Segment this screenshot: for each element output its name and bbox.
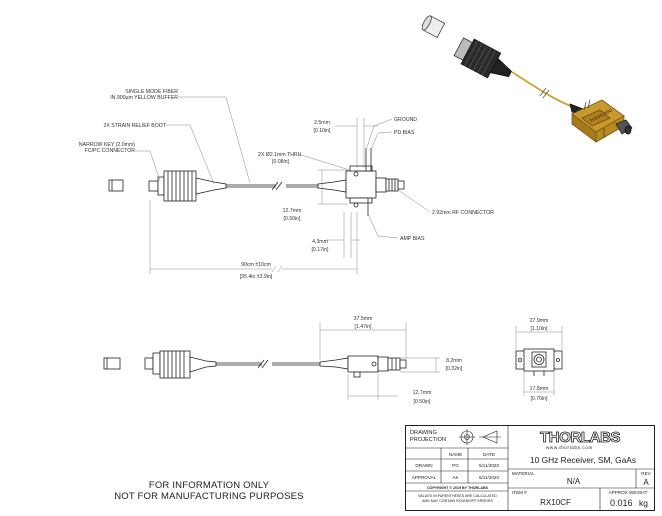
front-view — [103, 350, 407, 379]
dim-12-7in: [0.50in] — [283, 216, 301, 222]
item-value: RX10CF — [540, 498, 571, 507]
dim-4-3in: [0.17in] — [311, 247, 329, 253]
rev-header: REV — [641, 471, 651, 476]
material-header: MATERIAL — [512, 471, 535, 476]
approval-label: APPROVAL — [411, 475, 437, 480]
label-pd-bias: PD BIAS — [394, 130, 415, 136]
thorlabs-logo: THORLABS — [540, 429, 621, 447]
disclaimer-line-2: NOT FOR MANUFACTURING PURPOSES — [114, 491, 304, 502]
title-block-grid — [405, 425, 655, 511]
label-key-1: NARROW KEY (2.0mm) — [79, 142, 135, 148]
dim-27-9in: [1.10in] — [530, 326, 548, 332]
side-view — [108, 148, 405, 216]
drawn-name: PG — [452, 463, 459, 468]
label-amp-bias: AMP BIAS — [400, 236, 425, 242]
dim-17-8mm: 17.8mm — [530, 386, 549, 392]
dim-12-7b-in: [0.50in] — [413, 399, 431, 405]
approval-name: AK — [452, 475, 459, 480]
projection-label-1: DRAWING — [410, 430, 437, 436]
copyright: COPYRIGHT © 2019 BY THORLABS — [427, 486, 488, 490]
note-line-2: AND MAY CONTAIN ROUNDOFF ERRORS — [422, 499, 493, 503]
end-view — [515, 348, 563, 376]
weight-unit: kg — [639, 498, 648, 508]
weight-value: 0.016 — [610, 498, 633, 508]
approval-date: 5/11/2020 — [478, 475, 500, 480]
disclaimer: FOR INFORMATION ONLY NOT FOR MANUFACTURI… — [96, 480, 322, 502]
fc-pc-connector — [148, 170, 197, 202]
receiver-housing — [345, 148, 405, 216]
material-value: N/A — [566, 477, 581, 486]
dim-2-5in: [0.10in] — [313, 128, 331, 134]
dust-cap — [108, 179, 124, 192]
rev-value: A — [643, 478, 649, 487]
weight-header: APPROX WEIGHT — [608, 490, 648, 495]
title-block: DRAWING PROJECTION NAME DATE DRAWN PG 5/… — [405, 425, 655, 511]
strain-relief-boot — [195, 177, 227, 195]
header-name: NAME — [448, 452, 463, 457]
part-title: 10 GHz Receiver, SM, GaAs — [529, 455, 637, 465]
projection-symbol — [459, 429, 501, 445]
dim-length-in: [35.4in ±3.9in] — [240, 274, 273, 280]
dim-27-9mm: 27.9mm — [530, 318, 549, 324]
fiber-cable — [226, 181, 318, 191]
label-fiber-1: SINGLE MODE FIBER — [125, 89, 178, 95]
dim-8-2in: [0.32in] — [445, 366, 463, 372]
projection-label-2: PROJECTION — [410, 437, 447, 443]
dim-4-3mm: 4.3mm — [312, 239, 328, 245]
dim-37-5mm: 37.5mm — [354, 316, 373, 322]
drawn-label: DRAWN — [415, 463, 433, 468]
dimension-lines — [135, 96, 563, 400]
disclaimer-line-1: FOR INFORMATION ONLY — [148, 480, 270, 491]
iso-receiver-body: THORLABS — [571, 99, 633, 143]
dim-8-2mm: 8.2mm — [446, 358, 462, 364]
isometric-view: THORLABS — [421, 15, 633, 143]
dim-17-8in: [0.70in] — [530, 396, 548, 402]
label-fiber-2: IN 900µm YELLOW BUFFER — [110, 95, 178, 101]
note-line-1: VALUES IN PARENTHESES ARE CALCULATED — [418, 494, 497, 498]
dim-length: 90cm ±10cm — [241, 262, 271, 268]
label-rf: 2.92mm RF CONNECTOR — [432, 210, 494, 216]
header-date: DATE — [483, 452, 495, 457]
dim-2-5mm: 2.5mm — [314, 120, 330, 126]
dim-37-5in: [1.47in] — [354, 324, 372, 330]
label-thru-2: [0.08in] — [272, 159, 290, 165]
annotations: SINGLE MODE FIBER IN 900µm YELLOW BUFFER… — [79, 89, 548, 405]
label-ground: GROUND — [394, 117, 417, 123]
dim-12-7mm: 12.7mm — [283, 208, 302, 214]
label-thru-1: 2X Ø2.1mm THRU — [258, 152, 302, 158]
drawn-date: 5/11/2020 — [478, 463, 500, 468]
dim-12-7b-mm: 12.7mm — [413, 390, 432, 396]
thorlabs-url: www.thorlabs.com — [546, 445, 593, 450]
label-key-2: FC/PC CONNECTOR — [85, 148, 136, 154]
item-header: ITEM # — [512, 490, 527, 495]
label-boot: 2X STRAIN RELIEF BOOT — [103, 123, 166, 129]
